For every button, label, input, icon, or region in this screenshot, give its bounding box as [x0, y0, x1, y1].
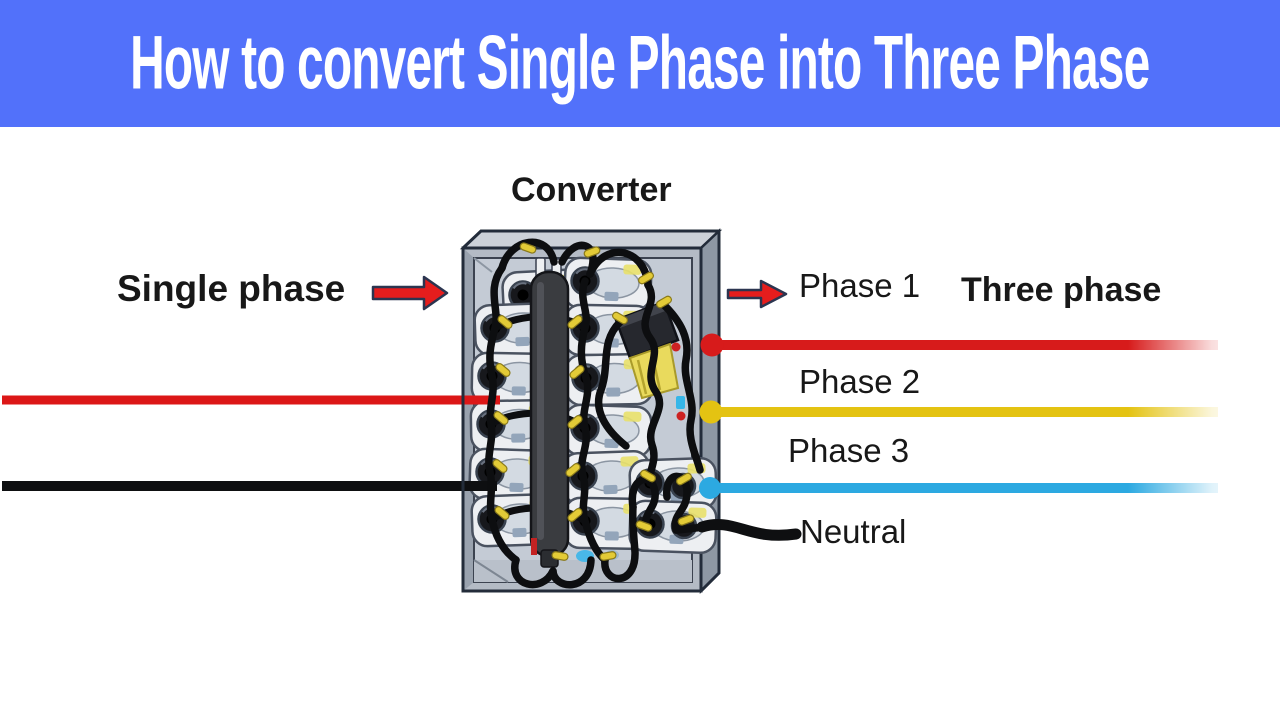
page-title: How to convert Single Phase into Three P… — [130, 19, 1150, 106]
converter-label: Converter — [511, 171, 672, 209]
input-arrow-icon — [371, 275, 449, 311]
phase2-label: Phase 2 — [799, 363, 921, 400]
converter-diagram: Converter Single phase Phase 1 Three pha… — [0, 127, 1280, 720]
wiring-harness — [485, 238, 708, 589]
phase3-label: Phase 3 — [788, 432, 910, 469]
three-phase-label: Three phase — [961, 271, 1162, 309]
neutral-output-wire — [696, 519, 802, 541]
wiring-diagram-canvas — [2, 228, 1248, 595]
three-phase-outputs — [696, 328, 1248, 541]
box-outline — [461, 229, 721, 593]
title-banner: How to convert Single Phase into Three P… — [0, 0, 1280, 127]
single-phase-label: Single phase — [117, 268, 346, 309]
phase1-label: Phase 1 — [799, 267, 921, 304]
phase1-terminal-dot — [700, 333, 724, 357]
output-arrow-icon — [726, 279, 788, 309]
phase3-terminal-dot — [699, 477, 721, 499]
phase2-terminal-dot — [699, 400, 723, 424]
box-floor — [474, 560, 692, 582]
start-capacitor-cylinder — [529, 257, 570, 568]
box-inner-wall — [463, 248, 474, 591]
wire-fade — [1128, 328, 1248, 503]
neutral-label: Neutral — [800, 513, 907, 550]
